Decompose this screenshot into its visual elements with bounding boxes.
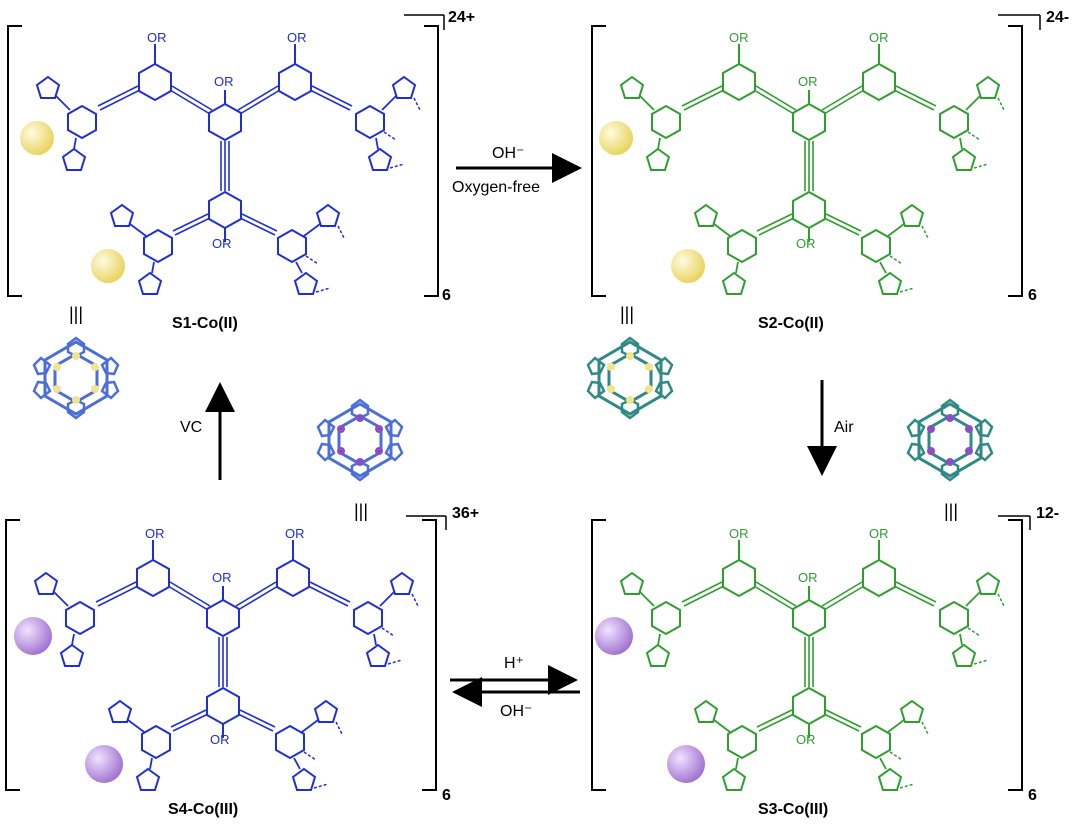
cage-s1 (32, 336, 120, 420)
reagent-air: Air (834, 419, 854, 436)
complex-s4: OR OR OR OR 36+ 6 S4-Co(III) (5, 505, 479, 818)
co2-atom (91, 249, 125, 283)
reagent-oh: OH⁻ (492, 145, 524, 162)
co3-atom (667, 745, 705, 783)
co2-atom (20, 121, 54, 155)
equivalence-mark: ||| (620, 304, 634, 324)
s3-label: S3-Co(III) (758, 801, 828, 818)
s3-substituent: OR (869, 526, 889, 541)
complex-s1: OR OR OR OR 24+ 6 S1-Co(II) (7, 9, 475, 332)
condition-oxygen-free: Oxygen-free (452, 179, 540, 196)
s4-substituent: OR (145, 526, 165, 541)
s3-substituent: OR (796, 732, 816, 747)
cage-s4 (316, 398, 404, 482)
co2-atom (599, 121, 633, 155)
s2-substituent: OR (798, 74, 818, 89)
s3-substituent: OR (798, 570, 818, 585)
s2-substituent: OR (796, 236, 816, 251)
complex-s2: OR OR OR OR 24- 6 S2-Co(II) (591, 9, 1069, 332)
co3-atom (14, 617, 52, 655)
co3-atom (85, 745, 123, 783)
s1-label: S1-Co(II) (172, 315, 238, 332)
reagent-oh-reverse: OH⁻ (500, 703, 532, 720)
cage-s2 (586, 336, 674, 420)
s3-substituent: OR (729, 526, 749, 541)
reagent-h: H⁺ (504, 655, 524, 672)
s4-substituent: OR (212, 570, 232, 585)
s2-substituent: OR (729, 30, 749, 45)
s1-substituent: OR (214, 74, 234, 89)
co3-atom (595, 617, 633, 655)
cage-s3 (906, 398, 994, 482)
complex-s3: OR OR OR OR 12- 6 S3-Co(III) (591, 505, 1059, 818)
s1-multiplicity: 6 (442, 287, 451, 304)
s1-substituent: OR (147, 30, 167, 45)
s3-multiplicity: 6 (1028, 787, 1037, 804)
co2-atom (671, 249, 705, 283)
s4-charge: 36+ (452, 505, 479, 522)
equivalence-mark: ||| (944, 501, 958, 521)
s4-substituent: OR (285, 526, 305, 541)
s1-charge: 24+ (448, 9, 475, 26)
s4-substituent: OR (210, 732, 230, 747)
s1-substituent: OR (287, 30, 307, 45)
equivalence-mark: ||| (69, 304, 83, 324)
s4-multiplicity: 6 (442, 787, 451, 804)
s2-label: S2-Co(II) (758, 315, 824, 332)
reagent-vc: VC (180, 419, 202, 436)
s3-charge: 12- (1036, 505, 1059, 522)
s2-charge: 24- (1046, 9, 1069, 26)
s2-substituent: OR (869, 30, 889, 45)
s2-multiplicity: 6 (1028, 287, 1037, 304)
s4-label: S4-Co(III) (168, 801, 238, 818)
s1-substituent: OR (212, 236, 232, 251)
equivalence-mark: ||| (354, 501, 368, 521)
